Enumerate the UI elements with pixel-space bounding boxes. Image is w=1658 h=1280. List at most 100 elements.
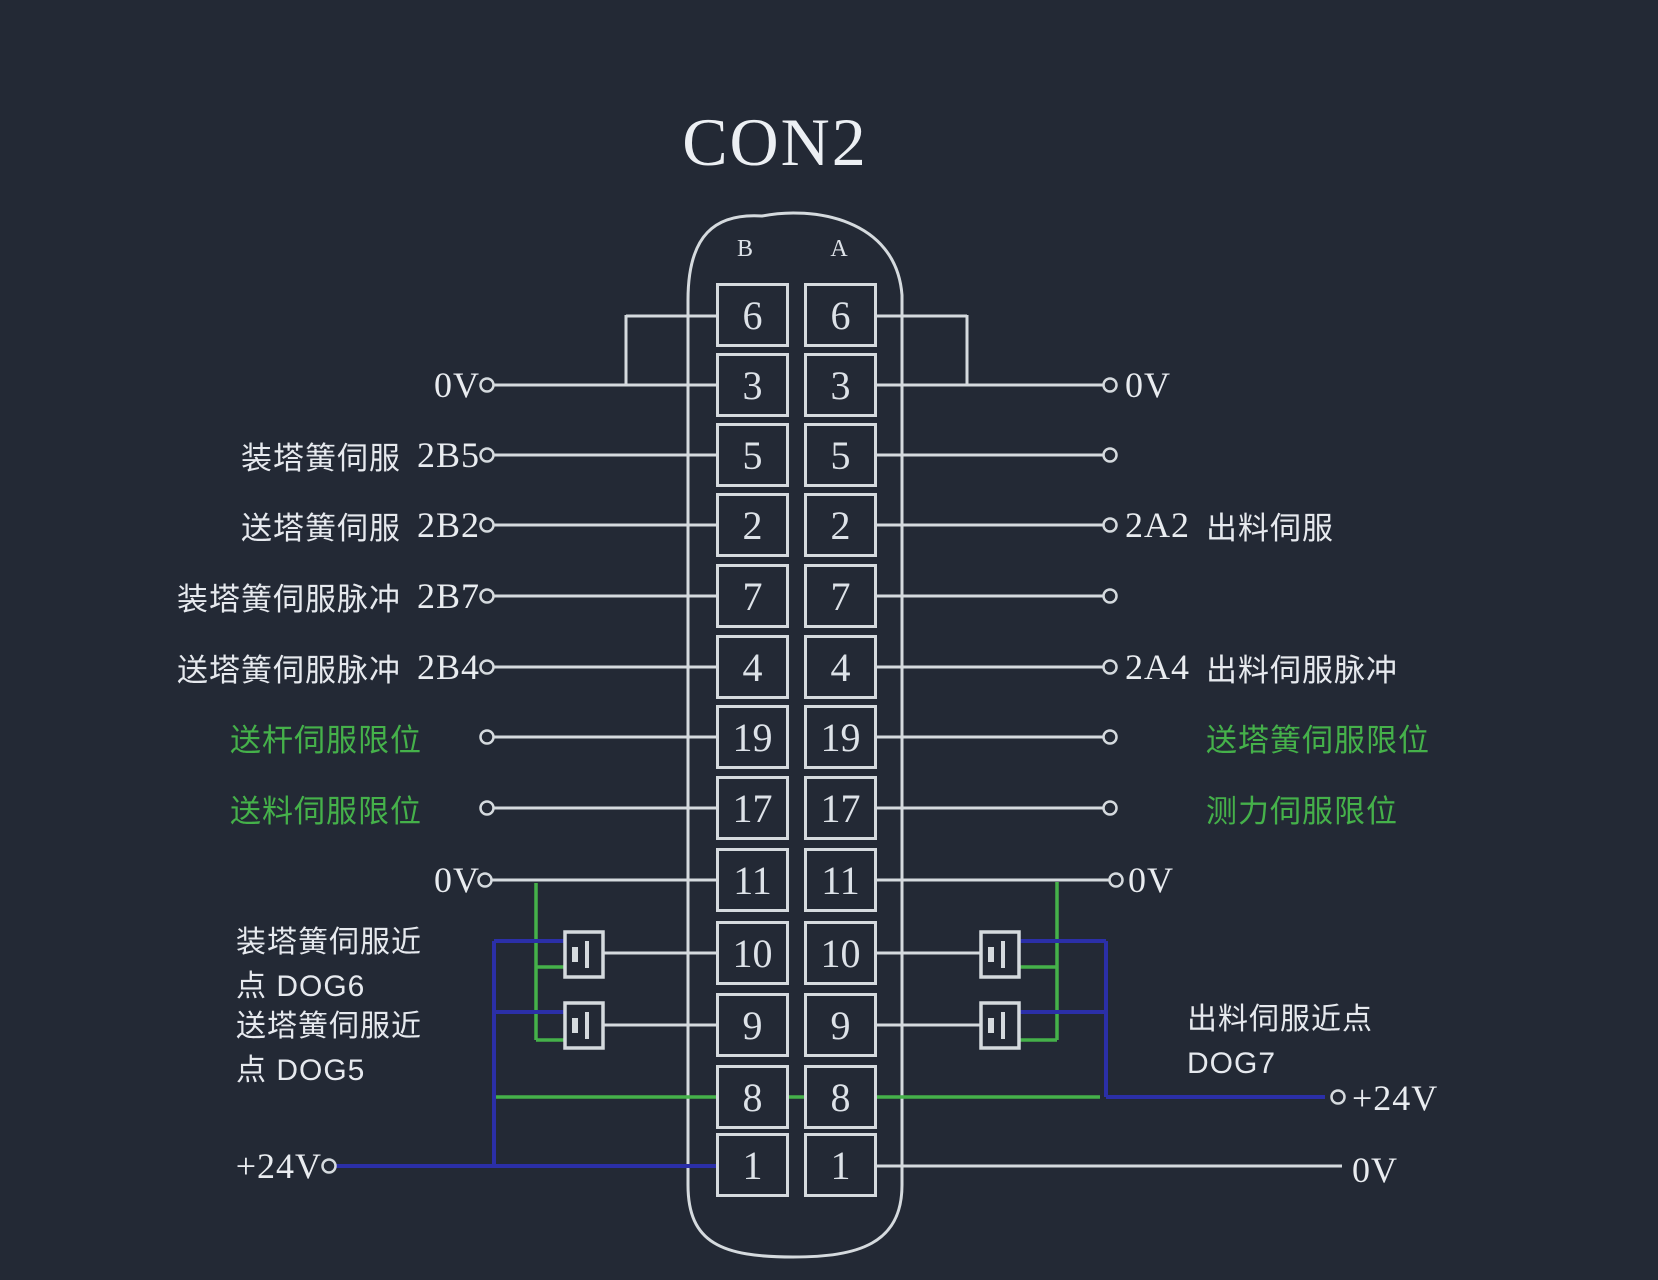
pin-code: 2B5 [416, 435, 480, 475]
signal-label: 装塔簧伺服脉冲 [176, 581, 401, 617]
white-wires [490, 314, 1342, 1168]
pin-cell-a-1: 1 [804, 1133, 877, 1197]
sensor-label-line: DOG7 [1187, 1047, 1277, 1080]
terminal-circle [479, 729, 495, 745]
terminal-circle [479, 659, 495, 675]
pin-cell-a-5: 5 [804, 423, 877, 487]
pin-cell-b-5: 5 [716, 423, 789, 487]
terminal-circle [1102, 800, 1118, 816]
pin-code: 2A4 [1125, 647, 1190, 687]
left-label-row-0: 0V [418, 363, 480, 407]
terminal-circle [477, 872, 493, 888]
pin-cell-b-9: 9 [716, 993, 789, 1057]
pin-code: 2A2 [1125, 505, 1190, 545]
pin-cell-b-2: 2 [716, 493, 789, 557]
pin-cell-b-1: 1 [716, 1133, 789, 1197]
pin-cell-a-2: 2 [804, 493, 877, 557]
pin-number: 3 [742, 362, 763, 408]
pin-cell-b-3: 3 [716, 353, 789, 417]
left-label-row-3: 装塔簧伺服脉冲 2B7 [177, 574, 480, 618]
pin-number: 8 [830, 1074, 851, 1120]
terminal-circle [1102, 588, 1118, 604]
column-header-a: A [830, 236, 848, 262]
sensor-contact-mark [585, 1012, 589, 1039]
pin-cell-a-4: 4 [804, 635, 877, 699]
signal-label: 出料伺服 [1206, 510, 1334, 546]
proximity-sensor-box [563, 1001, 605, 1050]
pin-number: 10 [732, 930, 773, 976]
pin-number: 9 [830, 1002, 851, 1048]
pin-cell-a-19: 19 [804, 705, 877, 769]
terminal-circle [1102, 517, 1118, 533]
pin-code: 0V [1128, 860, 1174, 900]
power-label-24v-left: +24V [235, 1146, 322, 1186]
column-header-b: B [736, 236, 753, 262]
left-label-row-4: 送塔簧伺服脉冲 2B4 [177, 645, 480, 689]
signal-label: 装塔簧伺服 [240, 440, 401, 476]
terminal-circle [479, 447, 495, 463]
terminal-circles [321, 377, 1346, 1174]
signal-label: 送塔簧伺服 [240, 510, 401, 546]
signal-label: 出料伺服脉冲 [1206, 652, 1398, 688]
pin-number: 19 [820, 714, 861, 760]
pin-cell-b-7: 7 [716, 564, 789, 628]
proximity-sensor-box [979, 1001, 1021, 1050]
pin-number: 5 [742, 432, 763, 478]
connector-title: CON2 [682, 104, 868, 180]
pin-number: 2 [742, 502, 763, 548]
pin-number: 17 [820, 785, 861, 831]
pin-cell-b-10: 10 [716, 921, 789, 985]
pin-number: 4 [830, 644, 851, 690]
proximity-sensor-box [979, 930, 1021, 979]
signal-label: 送塔簧伺服脉冲 [176, 652, 401, 688]
terminal-circle [1102, 659, 1118, 675]
left-label-row-5: 送杆伺服限位 [230, 715, 422, 759]
pin-number: 2 [830, 502, 851, 548]
sensor-contact-mark [1001, 941, 1005, 968]
pin-cell-b-6: 6 [716, 283, 789, 347]
pin-number: 9 [742, 1002, 763, 1048]
right-label-row-0: 0V [1125, 363, 1171, 407]
pin-number: 17 [732, 785, 773, 831]
pin-cell-b-8: 8 [716, 1065, 789, 1129]
pin-number: 6 [830, 292, 851, 338]
sensor-contact-mark [988, 947, 994, 962]
pin-cell-a-10: 10 [804, 921, 877, 985]
pin-code: 2B2 [416, 505, 480, 545]
pin-number: 11 [821, 857, 860, 903]
pin-number: 4 [742, 644, 763, 690]
pin-cell-b-11: 11 [716, 848, 789, 912]
proximity-sensor-symbols [563, 930, 1021, 1050]
pin-code: 0V [434, 365, 480, 405]
sensor-contact-mark [572, 947, 578, 962]
connector-outline [686, 211, 904, 1259]
pin-cell-a-6: 6 [804, 283, 877, 347]
pin-number: 8 [742, 1074, 763, 1120]
signal-label: 送杆伺服限位 [230, 722, 422, 758]
pin-code: 0V [1125, 365, 1171, 405]
terminal-circle [479, 800, 495, 816]
terminal-circle [1108, 872, 1124, 888]
pin-code: 2B4 [416, 647, 480, 687]
right-label-row-4: 2A4 出料伺服脉冲 [1125, 645, 1398, 689]
sensor-contact-mark [988, 1018, 994, 1033]
pin-cell-b-19: 19 [716, 705, 789, 769]
sensor-label-line: 点 DOG6 [236, 970, 366, 1003]
right-label-row-5: 送塔簧伺服限位 [1190, 715, 1430, 759]
proximity-sensor-box [563, 930, 605, 979]
signal-label: 送塔簧伺服限位 [1206, 722, 1430, 758]
pin-number: 19 [732, 714, 773, 760]
sensor-contact-mark [585, 941, 589, 968]
right-label-row-7: 0V [1128, 858, 1174, 902]
terminal-circle [479, 588, 495, 604]
pin-cell-a-9: 9 [804, 993, 877, 1057]
pin-code: 2B7 [416, 576, 480, 616]
left-label-row-6: 送料伺服限位 [230, 786, 422, 830]
left-label-row-2: 送塔簧伺服 2B2 [241, 503, 480, 547]
pin-number: 5 [830, 432, 851, 478]
sensor-label-dog6: 装塔簧伺服近 点 DOG6 [236, 921, 422, 1009]
pin-number: 3 [830, 362, 851, 408]
terminal-circle [1102, 729, 1118, 745]
